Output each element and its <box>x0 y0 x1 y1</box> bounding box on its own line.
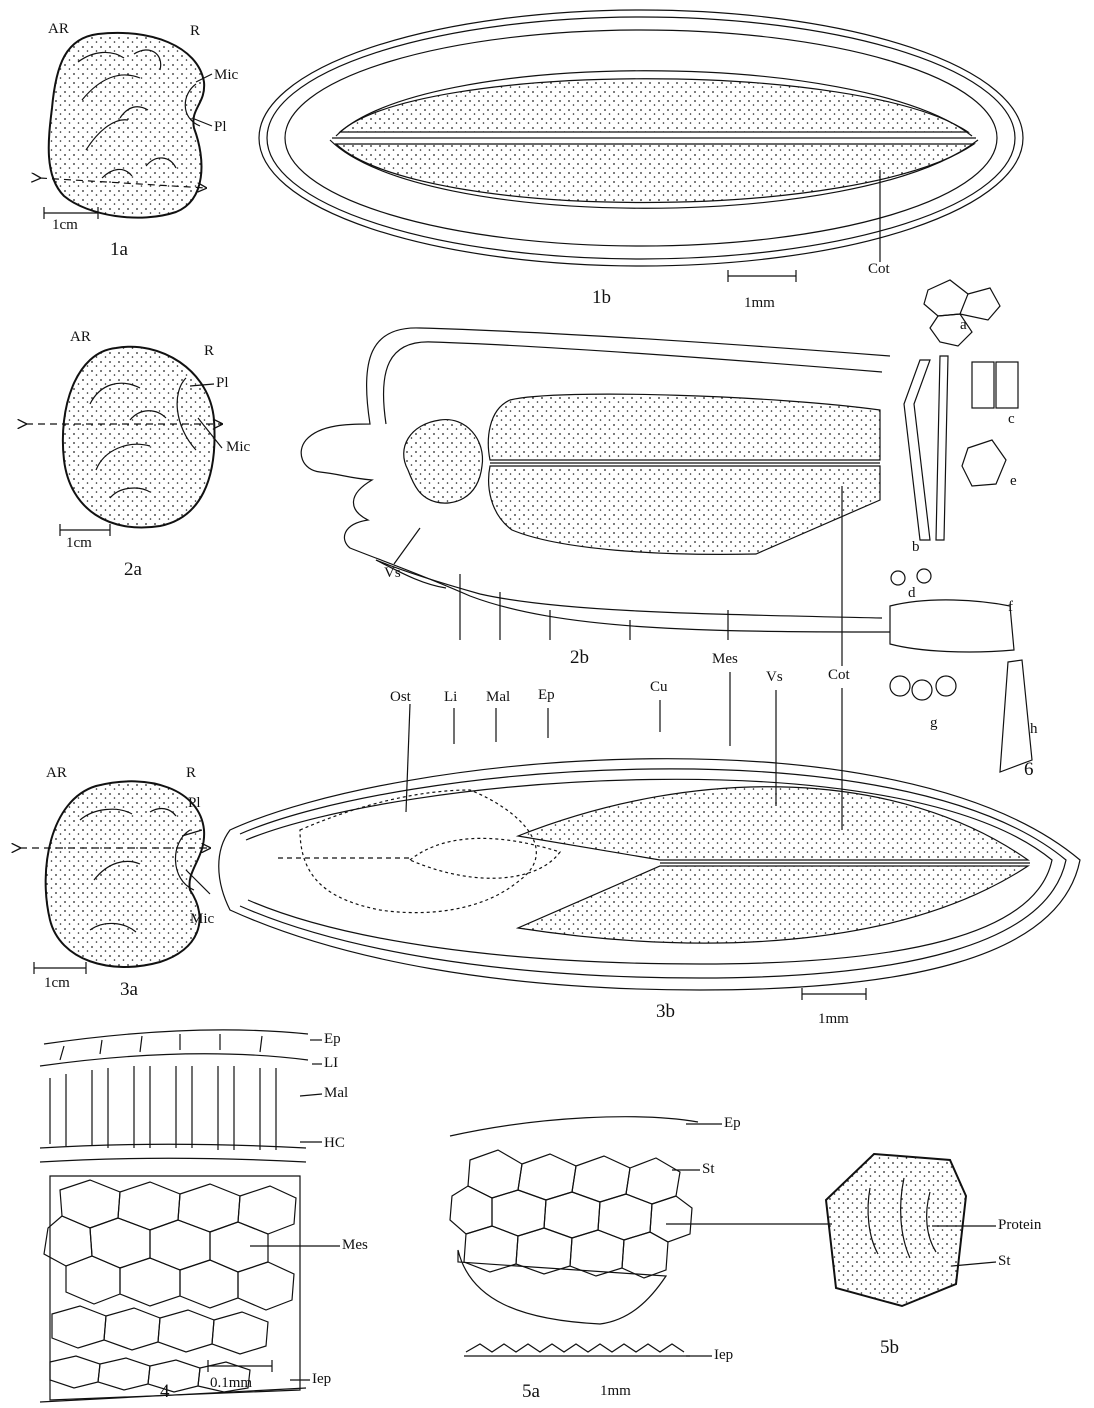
label-cu: Cu <box>650 680 668 695</box>
label-mes-4: Mes <box>342 1238 368 1253</box>
label-r-2a: R <box>204 344 214 359</box>
fig-3b: 3b <box>656 1002 675 1021</box>
label-ep-3b: Ep <box>538 688 555 703</box>
label-ost: Ost <box>390 690 411 705</box>
label-iep-5a: Iep <box>714 1348 733 1363</box>
label-st-5b: St <box>998 1254 1011 1269</box>
label-li-3b: Li <box>444 690 457 705</box>
label-st-5a: St <box>702 1162 715 1177</box>
label-ar-3a: AR <box>46 766 67 781</box>
label-pl-3a: Pl <box>188 796 201 811</box>
fig-1a: 1a <box>110 240 128 259</box>
label-vs-2b: Vs <box>384 566 401 581</box>
label-mic-1a: Mic <box>214 68 238 83</box>
label-6h: h <box>1030 722 1038 737</box>
label-cot-1b: Cot <box>868 262 890 277</box>
label-mic-2a: Mic <box>226 440 250 455</box>
label-r-3a: R <box>186 766 196 781</box>
scale-3a: 1cm <box>44 976 70 991</box>
label-ep-5a: Ep <box>724 1116 741 1131</box>
label-mal-3b: Mal <box>486 690 510 705</box>
label-pl-2a: Pl <box>216 376 229 391</box>
label-hc: HC <box>324 1136 345 1151</box>
seed-2a <box>26 347 222 536</box>
scale-4: 0.1mm <box>210 1376 252 1391</box>
label-cot-3b: Cot <box>828 668 850 683</box>
tissue-4 <box>40 1030 340 1402</box>
label-pl-1a: Pl <box>214 120 227 135</box>
label-6c: c <box>1008 412 1015 427</box>
fig-4: 4 <box>160 1382 170 1401</box>
label-vs-3b: Vs <box>766 670 783 685</box>
scale-1b: 1mm <box>744 296 775 311</box>
label-iep-4: Iep <box>312 1372 331 1387</box>
label-li-4: LI <box>324 1056 338 1071</box>
label-mal-4: Mal <box>324 1086 348 1101</box>
fig-6: 6 <box>1024 760 1034 779</box>
fig-2b: 2b <box>570 648 589 667</box>
section-3b <box>219 759 1080 1000</box>
label-r-1a: R <box>190 24 200 39</box>
tissue-5a <box>450 1117 832 1356</box>
label-6a: a <box>960 318 967 333</box>
label-ep-4: Ep <box>324 1032 341 1047</box>
label-6e: e <box>1010 474 1017 489</box>
grain-5b <box>826 1154 996 1306</box>
label-6d: d <box>908 586 916 601</box>
scale-5a: 1mm <box>600 1384 631 1399</box>
label-mes-3b: Mes <box>712 652 738 667</box>
fig-3a: 3a <box>120 980 138 999</box>
scale-1a: 1cm <box>52 218 78 233</box>
fig-5b: 5b <box>880 1338 899 1357</box>
fig-5a: 5a <box>522 1382 540 1401</box>
cells-6 <box>890 280 1032 772</box>
section-1b <box>259 10 1023 282</box>
scale-2a: 1cm <box>66 536 92 551</box>
label-6f: f <box>1008 600 1013 615</box>
label-mic-3a: Mic <box>190 912 214 927</box>
fig-1b: 1b <box>592 288 611 307</box>
label-6g: g <box>930 716 938 731</box>
scale-3b: 1mm <box>818 1012 849 1027</box>
label-ar-1a: AR <box>48 22 69 37</box>
label-protein: Protein <box>998 1218 1041 1233</box>
section-2b <box>301 328 890 632</box>
fig-2a: 2a <box>124 560 142 579</box>
label-6b: b <box>912 540 920 555</box>
seed-3a <box>20 781 210 974</box>
label-ar-2a: AR <box>70 330 91 345</box>
seed-1a <box>40 33 212 219</box>
